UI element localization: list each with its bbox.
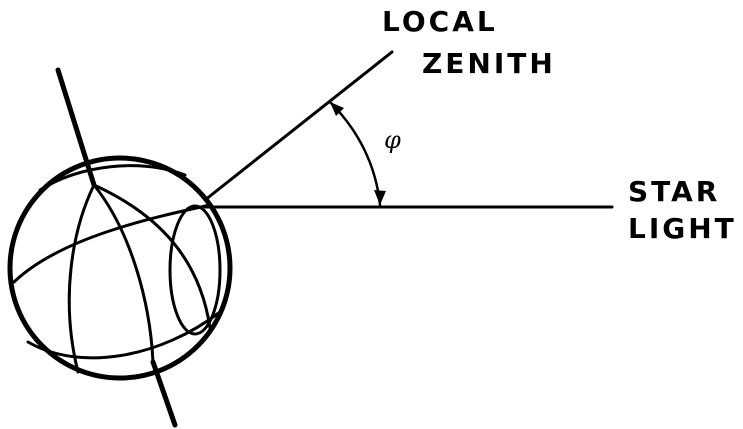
- star-light-label-line2: LIGHT: [628, 215, 737, 243]
- observer-circle: [170, 206, 220, 334]
- local-zenith-ray: [205, 52, 392, 200]
- globe-meridian-left: [69, 185, 94, 372]
- local-zenith-label-line2: ZENITH: [422, 50, 556, 78]
- star-light-label-line1: STAR: [628, 178, 720, 206]
- local-zenith-label-line1: LOCAL: [382, 8, 498, 36]
- globe-latitude-upper: [40, 166, 185, 190]
- angle-arc: [330, 102, 380, 205]
- globe-meridian-center: [94, 185, 153, 362]
- angle-phi-symbol: φ: [384, 128, 401, 152]
- angle-arrowhead-lower: [374, 190, 386, 205]
- globe-outline: [10, 158, 230, 378]
